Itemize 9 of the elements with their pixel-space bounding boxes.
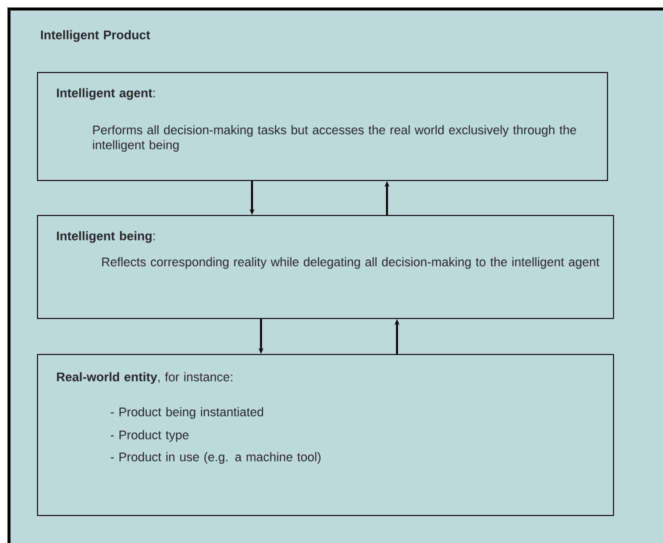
description-text: - Product type [110, 430, 189, 442]
description-text: - Product in use (e.g. a machine tool) [110, 452, 320, 464]
heading: Intelligent agent: [57, 88, 155, 100]
description-text: Reflects corresponding reality while delegating all decision-making to the intelligent agent [102, 257, 600, 269]
heading: Real-world entity, for instance: [57, 372, 232, 384]
description-text: - Product being instantiated [110, 407, 264, 419]
heading: Intelligent being: [57, 231, 155, 243]
description-text: Performs all decision-making tasks but accesses the real world exclusively through the intelligent being [93, 125, 576, 152]
heading: Intelligent Product [41, 30, 150, 42]
